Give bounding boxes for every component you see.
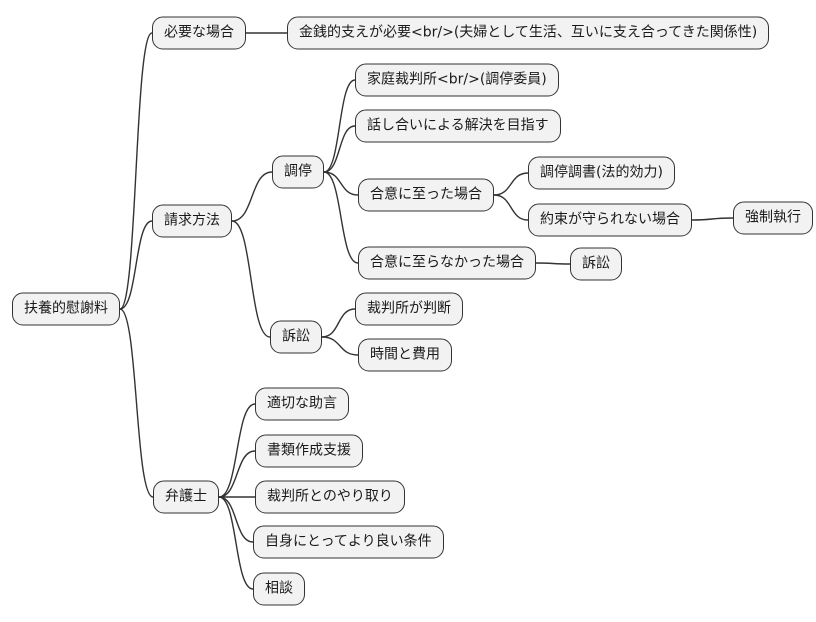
node-document-preparation-support: 書類作成支援 [255, 434, 363, 468]
node-mediation: 調停 [272, 155, 324, 189]
node-mediation-record: 調停調書(法的効力) [528, 156, 675, 190]
edge [218, 496, 254, 543]
edge [321, 336, 359, 356]
node-court-correspondence: 裁判所とのやり取り [255, 480, 405, 514]
node-litigation: 訴訟 [270, 320, 322, 354]
edge [231, 171, 273, 222]
node-lawsuit: 訴訟 [570, 247, 622, 281]
edge [493, 172, 529, 196]
edge [231, 220, 271, 338]
node-family-court: 家庭裁判所<br/>(調停委員) [355, 63, 559, 97]
node-root: 扶養的慰謝料 [12, 292, 120, 326]
node-consultation: 相談 [253, 572, 305, 606]
node-promise-not-kept: 約束が守られない場合 [528, 203, 692, 237]
node-agreement-not-reached: 合意に至らなかった場合 [358, 246, 536, 280]
edge [493, 194, 529, 221]
edge [119, 220, 153, 310]
edge [119, 32, 153, 310]
node-lawyer: 弁護士 [153, 480, 219, 514]
edge [323, 171, 359, 196]
edge [218, 403, 256, 498]
node-compulsory-execution: 強制執行 [733, 201, 813, 235]
edge [323, 79, 356, 173]
node-court-decides: 裁判所が判断 [355, 292, 463, 326]
edge [323, 171, 359, 264]
edge [535, 262, 571, 265]
node-claim-method: 請求方法 [152, 204, 232, 238]
node-time-and-cost: 時間と費用 [358, 338, 452, 372]
node-talk-based-resolution: 話し合いによる解決を目指す [355, 109, 561, 143]
node-when-necessary: 必要な場合 [152, 16, 246, 50]
edge [218, 496, 254, 590]
node-financial-support-needed: 金銭的支えが必要<br/>(夫婦として生活、互いに支え合ってきた関係性) [287, 16, 770, 50]
node-better-conditions: 自身にとってより良い条件 [253, 525, 444, 559]
edge [323, 125, 356, 173]
edge [119, 308, 154, 498]
node-agreement-reached: 合意に至った場合 [358, 178, 494, 212]
edge [218, 450, 256, 498]
node-appropriate-advice: 適切な助言 [255, 387, 349, 421]
edge [321, 308, 356, 338]
edge [691, 217, 733, 221]
